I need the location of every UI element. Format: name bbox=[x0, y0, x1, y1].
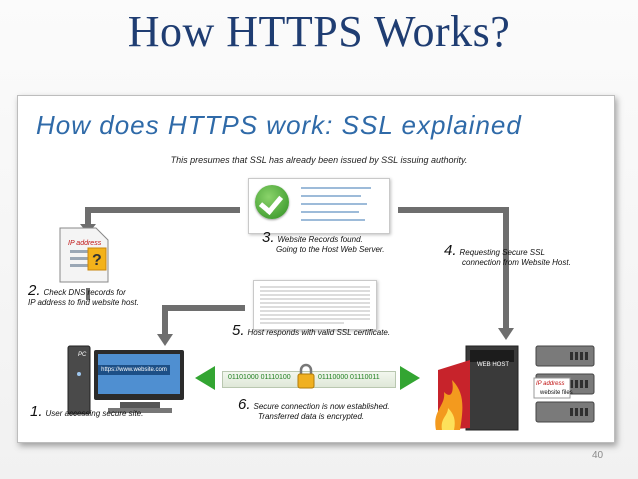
arrow-cert-to-pc bbox=[162, 305, 245, 336]
step-5-caption: 5.Host responds with valid SSL certifica… bbox=[232, 323, 391, 338]
url-label: https://www.website.com bbox=[98, 365, 170, 375]
arrow-records-to-doc bbox=[85, 207, 240, 226]
page-number: 40 bbox=[592, 450, 604, 461]
step-4-text: Requesting Secure SSL bbox=[459, 248, 545, 257]
step-3-caption: 3.Website Records found. Going to the Ho… bbox=[262, 230, 385, 255]
doc-ip-label: IP address bbox=[68, 240, 102, 247]
record-row bbox=[301, 195, 361, 197]
arrow-head-pc bbox=[157, 334, 173, 346]
binary-left: 01101000 01110100 bbox=[228, 374, 291, 381]
step-6-caption: 6.Secure connection is now established. … bbox=[238, 397, 390, 422]
step-5-text: Host responds with valid SSL certificate… bbox=[247, 328, 391, 337]
step-4-caption: 4.Requesting Secure SSL connection from … bbox=[444, 243, 571, 268]
step-2-number: 2. bbox=[28, 282, 41, 299]
pc-label: PC bbox=[78, 352, 87, 358]
step-2-text-line2: IP address to find website host. bbox=[28, 298, 139, 307]
check-mark-icon bbox=[255, 185, 289, 219]
step-1-number: 1. bbox=[30, 403, 43, 420]
website-files-label: website files bbox=[540, 390, 573, 396]
record-row bbox=[301, 187, 371, 189]
step-1-caption: 1.User accessing secure site. bbox=[30, 404, 144, 419]
step-4-number: 4. bbox=[444, 242, 457, 259]
step-1-text: User accessing secure site. bbox=[45, 409, 144, 418]
step-3-number: 3. bbox=[262, 229, 275, 246]
step-6-text-line2: Transferred data is encrypted. bbox=[258, 412, 365, 421]
arrow-records-to-host bbox=[398, 207, 509, 330]
ssl-certificate-card bbox=[253, 280, 377, 330]
step-5-number: 5. bbox=[232, 322, 245, 339]
green-arrow-right bbox=[400, 366, 420, 390]
step-6-text: Secure connection is now established. bbox=[253, 402, 390, 411]
record-row bbox=[301, 211, 359, 213]
lock-icon bbox=[297, 363, 315, 389]
record-row bbox=[301, 203, 367, 205]
step-3-text-line2: Going to the Host Web Server. bbox=[276, 245, 385, 254]
green-arrow-left bbox=[195, 366, 215, 390]
arrow-head-host bbox=[498, 328, 514, 340]
record-row bbox=[301, 219, 365, 221]
step-3-text: Website Records found. bbox=[277, 235, 363, 244]
step-2-text: Check DNS records for bbox=[43, 288, 126, 297]
binary-right: 01110000 01110011 bbox=[318, 374, 380, 381]
certificate-text-lines bbox=[260, 286, 370, 324]
diagram-heading: How does HTTPS work: SSL explained bbox=[36, 110, 522, 140]
web-host-label: WEB HOST bbox=[477, 362, 510, 368]
step-6-number: 6. bbox=[238, 396, 251, 413]
slide-title: How HTTPS Works? bbox=[127, 7, 511, 56]
step-2-caption: 2.Check DNS records for IP address to fi… bbox=[28, 283, 139, 308]
diagram-subtitle: This presumes that SSL has already been … bbox=[170, 155, 468, 165]
document-icon: ? bbox=[59, 227, 109, 283]
server-ip-label: IP address bbox=[536, 381, 565, 387]
svg-text:?: ? bbox=[92, 252, 102, 269]
step-4-text-line2: connection from Website Host. bbox=[462, 258, 571, 267]
web-host-icon bbox=[435, 345, 595, 431]
